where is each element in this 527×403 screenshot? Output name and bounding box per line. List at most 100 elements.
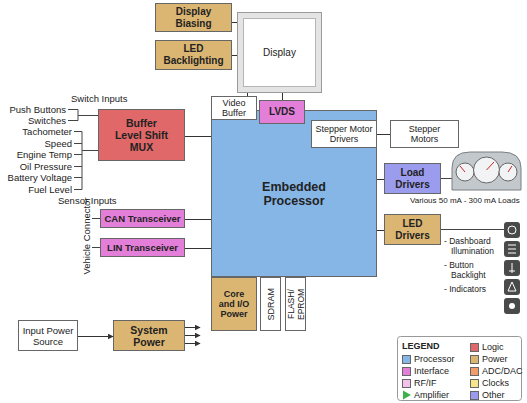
memory-box: FLASH/ EPROM [285, 277, 306, 331]
annotation-label: Fuel Level [28, 184, 72, 195]
node-label: SDRAM [266, 288, 276, 321]
node-label: Stepper Motor Drivers [313, 124, 375, 144]
icon-glyph [509, 263, 515, 273]
connector-line [78, 336, 113, 337]
connector-line [247, 93, 248, 96]
power-box: Core and I/O Power [211, 277, 257, 331]
sensor-input-wire [74, 132, 98, 190]
legend-swatch [402, 367, 411, 376]
node-label: Display [263, 47, 296, 59]
connector-line [185, 219, 211, 220]
legend-label: Logic [482, 342, 504, 352]
driver-box: LED Drivers [384, 214, 441, 245]
legend-swatch [470, 379, 479, 388]
power-box: Display Biasing [155, 3, 232, 32]
icon-glyph [509, 303, 515, 309]
gauge-dial [499, 163, 517, 181]
source-box: Input Power Source [18, 320, 78, 351]
indicator-icon [504, 260, 520, 276]
connector-line [377, 230, 384, 231]
annotation-label: Vehicle Connector [81, 197, 92, 274]
gauge-needle [508, 166, 512, 172]
connector-line [377, 134, 390, 135]
amplifier-triangle [403, 391, 411, 400]
interface-box: CAN Transceiver [100, 209, 185, 228]
annotation-label: - Button Backlight [444, 260, 509, 280]
legend-swatch [470, 343, 479, 352]
dashboard-gauges [441, 152, 521, 190]
annotation-label: - Indicators [444, 284, 509, 294]
power-output-arrow [185, 343, 200, 344]
indicator-icons [441, 222, 520, 314]
legend-title: LEGEND [402, 341, 440, 352]
driver-box: Stepper Motor Drivers [311, 120, 377, 148]
annotation-label: Switch Inputs [71, 93, 128, 104]
legend-label: Amplifier [414, 390, 449, 400]
interface-box: LVDS [259, 100, 305, 124]
legend-swatch [470, 367, 479, 376]
power-box: System Power [113, 320, 185, 351]
led-wire [441, 229, 504, 230]
motor-box: Stepper Motors [390, 120, 459, 148]
power-box: LED Backlighting [155, 40, 232, 70]
vehicle-connector-wire [92, 219, 100, 248]
node-label: FLASH/ EPROM [286, 278, 306, 330]
annotation-label: Push Buttons [9, 104, 66, 115]
interface-box: LIN Transceiver [100, 238, 185, 257]
legend-label: Interface [414, 366, 449, 376]
connector-line [232, 22, 237, 23]
annotation-label: Tachometer [22, 126, 72, 137]
connector-line [377, 179, 384, 180]
load-wire [441, 178, 452, 179]
logic-box: Buffer Level Shift MUX [98, 109, 185, 161]
legend-swatch [402, 379, 411, 388]
connector-line [232, 55, 237, 56]
legend-label: Processor [414, 354, 455, 364]
connector-line [185, 248, 211, 249]
power-outputs [185, 328, 200, 344]
power-output-arrow [185, 327, 200, 328]
node-label: Buffer Level Shift MUX [113, 117, 170, 153]
node-label: LVDS [269, 106, 295, 118]
annotation-label: Speed [45, 138, 72, 149]
node-label: LIN Transceiver [107, 242, 178, 253]
annotation-label: Switches [28, 115, 66, 126]
indicator-icon [504, 222, 520, 238]
annotation-label: - Dashboard Illumination [444, 236, 509, 256]
node-label: LED Drivers [387, 218, 438, 242]
icon-glyph [508, 245, 516, 253]
node-label: Video Buffer [212, 98, 256, 118]
legend-swatch [470, 355, 479, 364]
node-label: LED Backlighting [160, 43, 227, 67]
icon-glyph [508, 282, 516, 291]
icon-glyph [508, 226, 516, 234]
legend-label: Power [482, 354, 508, 364]
node-label: Core and I/O Power [217, 289, 251, 319]
annotation-label: Battery Voltage [8, 172, 72, 183]
annotation-label: Engine Temp [17, 149, 72, 160]
legend-label: RF/IF [414, 378, 437, 388]
legend-label: Clocks [482, 378, 509, 388]
connector-line [282, 93, 283, 100]
gauge-needle [487, 162, 495, 170]
node-label: Input Power Source [19, 325, 77, 347]
legend-label: ADC/DAC [482, 366, 523, 376]
node-label: CAN Transceiver [104, 213, 180, 224]
power-output-arrow [185, 335, 200, 336]
memory-box: SDRAM [260, 277, 281, 331]
node-label: System Power [114, 324, 184, 348]
gauge-needle [460, 166, 465, 172]
indicator-icon [504, 279, 520, 295]
switch-input-wire [68, 110, 98, 121]
annotation-label: Various 50 mA - 300 mA Loads [410, 195, 520, 206]
gauge-dial [474, 157, 500, 183]
gauge-dial [456, 163, 474, 181]
node-label: Load Drivers [387, 167, 438, 191]
display-screen: Display [243, 18, 316, 87]
processor-box: Embedded ProcessorStepper Motor Drivers [211, 110, 377, 277]
legend-swatch [402, 355, 411, 364]
connector-line [185, 136, 211, 137]
indicator-icon [504, 298, 520, 314]
display-panel: Display [237, 12, 322, 93]
